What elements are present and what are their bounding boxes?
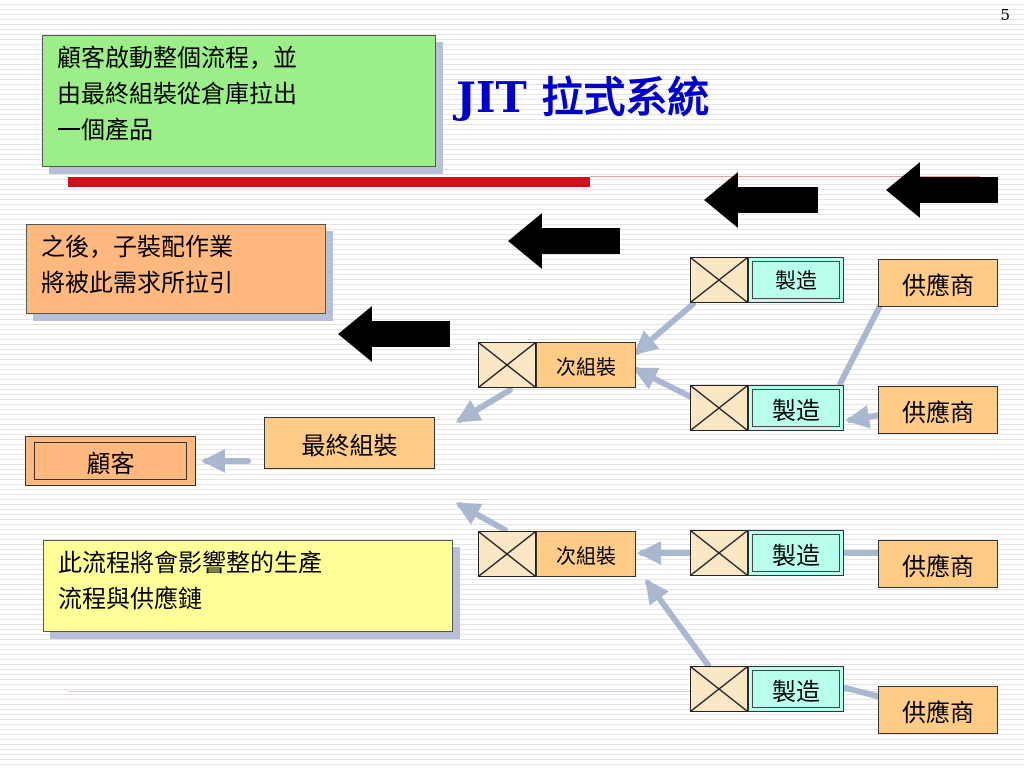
manufacturing-node: 製造	[748, 530, 844, 576]
customer-node: 顧客	[25, 436, 196, 486]
flow-arrow-mfg1-to-sub1	[633, 301, 696, 356]
flow-arrow-sub1-to-final	[455, 387, 513, 423]
manufacturing-label: 製造	[752, 534, 840, 572]
inventory-x-box	[690, 666, 748, 712]
inventory-x-box	[690, 257, 748, 303]
flow-arrow-mfg4-to-sub2	[645, 579, 711, 668]
pull-arrow-icon	[886, 162, 998, 218]
title-underline-rule	[590, 176, 980, 177]
page-title: JIT 拉式系統	[456, 73, 710, 122]
pull-arrow-icon	[508, 213, 620, 269]
note-impact: 此流程將會影響整的生產 流程與供應鏈	[43, 540, 453, 632]
final-assembly-node: 最終組裝	[264, 417, 435, 469]
supplier-node: 供應商	[878, 259, 998, 307]
flow-line-supplier1-to-mfg2	[837, 299, 885, 387]
inventory-x-box	[478, 531, 536, 577]
flow-arrow-supplier2-to-mfg2	[845, 405, 883, 429]
flow-arrow-mfg2-to-sub1	[632, 367, 696, 401]
inventory-x-box	[690, 530, 748, 576]
title-underline-bar	[68, 177, 590, 187]
supplier-node: 供應商	[878, 386, 998, 434]
supplier-node: 供應商	[878, 686, 998, 734]
pull-arrow-icon	[704, 172, 818, 228]
pull-arrow-icon	[338, 306, 450, 362]
manufacturing-label: 製造	[752, 261, 840, 299]
sub-assembly-node: 次組裝	[536, 531, 636, 577]
manufacturing-label: 製造	[752, 389, 840, 427]
manufacturing-node: 製造	[748, 666, 844, 712]
inventory-x-box	[690, 385, 748, 431]
manufacturing-node: 製造	[748, 257, 844, 303]
note-customer-start: 顧客啟動整個流程，並 由最終組裝從倉庫拉出 一個產品	[42, 35, 436, 167]
customer-label: 顧客	[34, 442, 187, 480]
flow-line-supplier4-to-mfg4	[843, 685, 883, 700]
note-subassembly-pull: 之後，子裝配作業 將被此需求所拉引	[26, 224, 326, 314]
supplier-node: 供應商	[878, 540, 998, 588]
sub-assembly-node: 次組裝	[536, 342, 636, 388]
page-number: 5	[1000, 6, 1010, 24]
inventory-x-box	[478, 342, 536, 388]
flow-arrow-sub2-to-final	[455, 502, 508, 533]
manufacturing-label: 製造	[752, 670, 840, 708]
footer-rule	[68, 691, 918, 692]
manufacturing-node: 製造	[748, 385, 844, 431]
